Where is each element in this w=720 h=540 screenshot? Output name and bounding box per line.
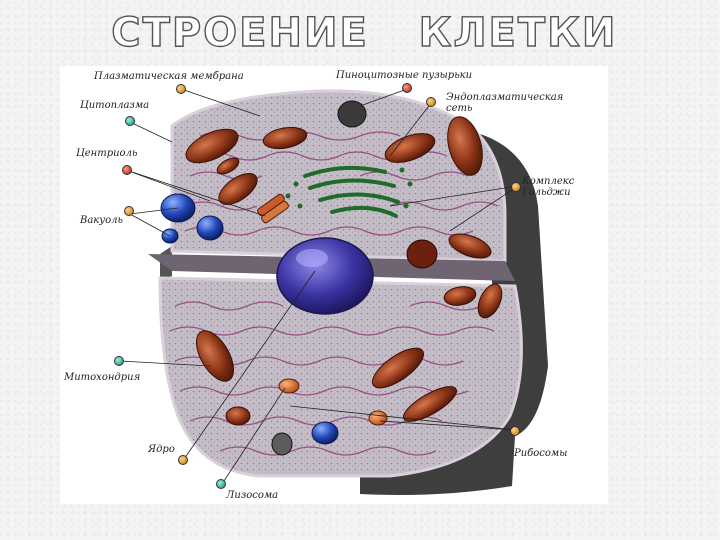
lysosome-dark xyxy=(271,432,293,456)
label-plasma-membrane: Плазматическая мембрана xyxy=(94,71,244,82)
label-golgi-line2: Гольджи xyxy=(522,187,571,198)
title-word-2: КЛЕТКИ xyxy=(419,10,618,54)
marker-mitochondria xyxy=(114,356,124,366)
pinocytic-vesicle xyxy=(337,100,367,128)
marker-nucleus xyxy=(178,455,188,465)
marker-golgi xyxy=(511,182,521,192)
marker-cytoplasm xyxy=(125,116,135,126)
label-cytoplasm: Цитоплазма xyxy=(80,100,150,111)
label-er-line1: Эндоплазматическая xyxy=(446,92,564,103)
leader-lines xyxy=(119,87,519,485)
marker-centriole xyxy=(122,165,132,175)
cell-illustration xyxy=(119,87,548,495)
label-er-line2: сеть xyxy=(446,103,473,114)
marker-er xyxy=(426,97,436,107)
er-network xyxy=(169,131,499,456)
golgi-vesicles xyxy=(285,167,413,209)
marker-lysosome xyxy=(216,479,226,489)
label-nucleus: Ядро xyxy=(148,444,175,455)
label-lysosome: Лизосома xyxy=(226,490,279,501)
label-mitochondria: Митохондрия xyxy=(64,372,141,383)
label-golgi-line1: Комплекс xyxy=(522,176,575,187)
golgi-complex xyxy=(303,165,400,218)
marker-ribosomes xyxy=(510,426,520,436)
slide-title: СТРОЕНИЕ КЛЕТКИ xyxy=(0,8,720,54)
nucleus xyxy=(276,237,374,315)
marker-vacuole xyxy=(124,206,134,216)
mitochondria-group xyxy=(185,116,503,426)
dark-organelle xyxy=(406,239,438,269)
label-ribosomes: Рибосомы xyxy=(514,448,568,459)
nucleus-highlight xyxy=(296,249,328,267)
label-pinocytic-vesicles: Пиноцитозные пузырьки xyxy=(336,70,473,81)
label-vacuole: Вакуоль xyxy=(80,215,123,226)
marker-pinocytic-vesicles xyxy=(402,83,412,93)
marker-plasma-membrane xyxy=(176,84,186,94)
label-centriole: Центриоль xyxy=(76,148,138,159)
title-word-1: СТРОЕНИЕ xyxy=(111,10,369,54)
cell-diagram-panel: Плазматическая мембрана Цитоплазма Центр… xyxy=(60,66,608,504)
